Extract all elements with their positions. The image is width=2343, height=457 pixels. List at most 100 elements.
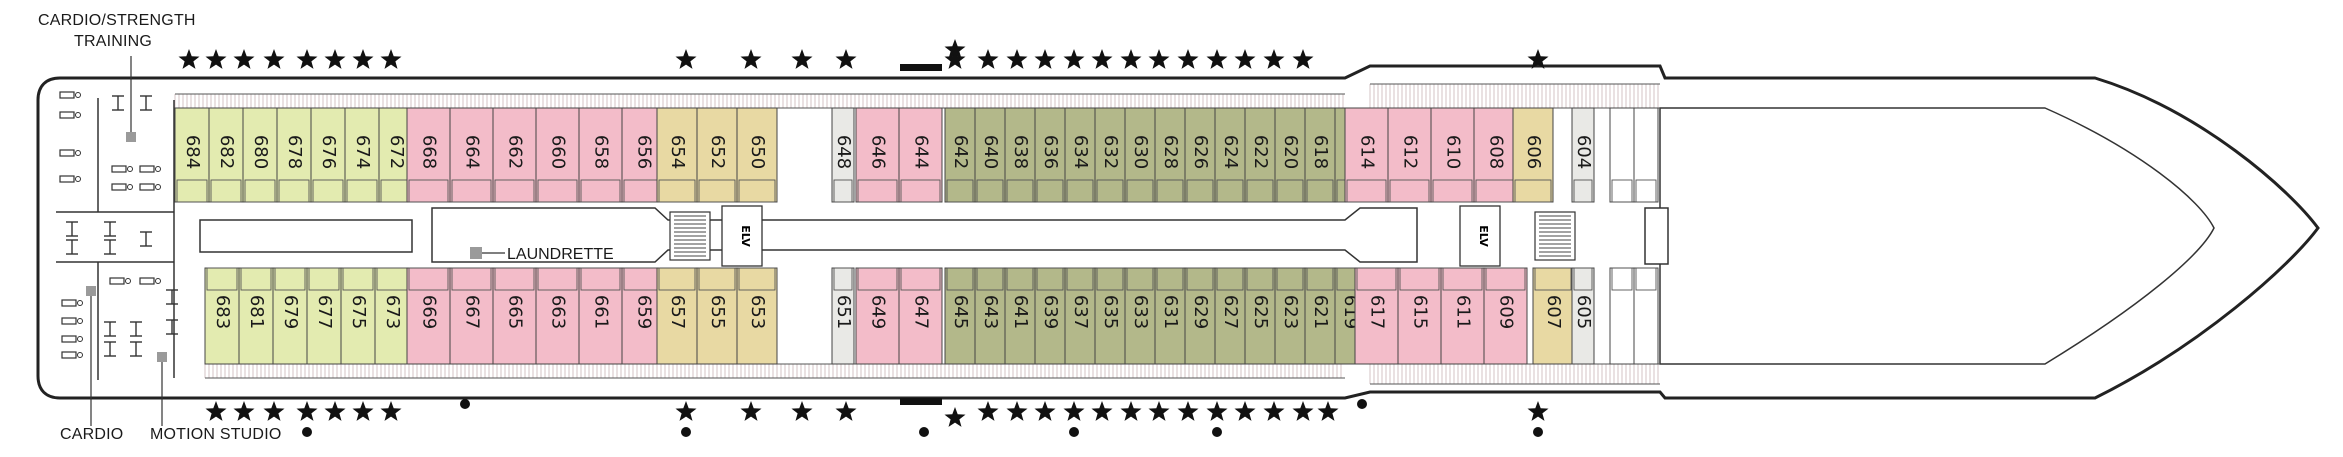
cabin[interactable] [1244,107,1276,203]
star-icon [1263,49,1285,69]
cabin-number: 627 [1220,295,1241,329]
cabin[interactable] [855,267,900,365]
cabin[interactable] [1094,107,1126,203]
cabin[interactable] [449,267,494,365]
star-icon [1527,401,1549,421]
lifeboat-symbols [178,39,1549,437]
cabin[interactable] [406,107,451,203]
cabin-bathroom [1126,179,1154,203]
cabin-number: 652 [707,135,728,169]
cabin[interactable] [1094,267,1126,365]
cabin[interactable] [578,107,623,203]
cabin[interactable] [1532,267,1574,365]
cabin[interactable] [242,107,278,203]
star-icon [977,49,999,69]
cabin[interactable] [944,107,976,203]
cabin-number: 675 [348,295,369,329]
cabin[interactable] [1609,107,1635,203]
cabin[interactable] [1609,267,1635,365]
cabin[interactable] [1034,107,1066,203]
cabin[interactable] [578,267,623,365]
cabin[interactable] [535,267,580,365]
cabin[interactable] [1154,107,1186,203]
cabin[interactable] [1124,267,1156,365]
cabin-number: 669 [419,295,440,329]
cabin[interactable] [736,267,778,365]
cabin[interactable] [1483,267,1528,365]
cabin[interactable] [898,267,943,365]
cabin[interactable] [1274,107,1306,203]
cabin[interactable] [1440,267,1485,365]
cabin-number: 630 [1130,135,1151,169]
cabin[interactable] [736,107,778,203]
cabin[interactable] [306,267,342,365]
elevator-aft [721,205,1501,267]
cabin-number: 623 [1280,295,1301,329]
star-icon [835,49,857,69]
star-icon [1120,49,1142,69]
cabin[interactable] [898,107,943,203]
cabin[interactable] [1274,267,1306,365]
star-icon [324,401,346,421]
cabin[interactable] [340,267,376,365]
cabin[interactable] [974,267,1006,365]
cabin[interactable] [1512,107,1554,203]
cabin-number: 641 [1010,295,1031,329]
dot-icon [1069,427,1079,437]
cabin-number: 628 [1160,135,1181,169]
cabin[interactable] [1354,267,1399,365]
cabin[interactable] [174,107,210,203]
cabin[interactable] [1633,267,1659,365]
cabin-number: 672 [386,135,407,169]
cabin-number: 610 [1443,135,1464,169]
cabin[interactable] [406,267,451,365]
cabin[interactable] [1004,107,1036,203]
cabin[interactable] [1387,107,1432,203]
cabin[interactable] [1473,107,1518,203]
cabin[interactable] [238,267,274,365]
cabin[interactable] [1064,107,1096,203]
cabin[interactable] [656,267,698,365]
cabin[interactable] [656,107,698,203]
cabin-bathroom [580,267,621,291]
cabin-number: 657 [667,295,688,329]
cabin[interactable] [1430,107,1475,203]
cabin[interactable] [696,107,738,203]
cabin-number: 646 [868,135,889,169]
star-icon [1006,49,1028,69]
cabin[interactable] [1304,107,1336,203]
star-icon [740,401,762,421]
cabin[interactable] [1154,267,1186,365]
cabin-bathroom [1276,179,1304,203]
cabin[interactable] [1214,107,1246,203]
cabin[interactable] [944,267,976,365]
cabin[interactable] [208,107,244,203]
cabin[interactable] [449,107,494,203]
star-icon [1234,401,1256,421]
cabin-bathroom [1306,179,1334,203]
cabin-number: 611 [1453,295,1474,329]
cabin[interactable] [974,107,1006,203]
cabin-number: 658 [591,135,612,169]
cabin-bathroom [900,267,941,291]
cabin[interactable] [1064,267,1096,365]
dot-icon [1533,427,1543,437]
star-icon [740,49,762,69]
dot-icon [1212,427,1222,437]
cabin[interactable] [1004,267,1036,365]
cabin[interactable] [1633,107,1659,203]
cabin[interactable] [492,107,537,203]
cabin-bathroom [1036,267,1064,291]
cabin[interactable] [535,107,580,203]
cabin-bathroom [244,179,276,203]
star-icon [791,401,813,421]
cabin-number: 638 [1010,135,1031,169]
cabin-bathroom [312,179,344,203]
cabin-bathroom [1534,267,1572,291]
cabin-number: 662 [505,135,526,169]
laundrette-marker [470,247,482,259]
cabin-number: 681 [246,295,267,329]
cabin[interactable] [1034,267,1066,365]
star-icon [380,401,402,421]
cabin[interactable] [276,107,312,203]
